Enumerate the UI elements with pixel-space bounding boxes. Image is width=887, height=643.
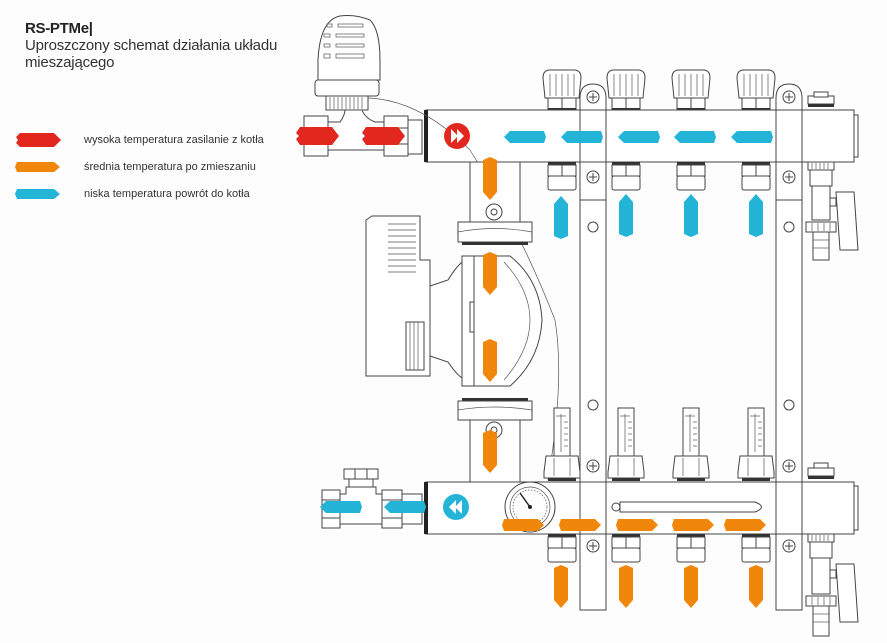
red-arrow-icon	[362, 127, 405, 145]
supply-knobs	[542, 69, 776, 112]
orange-arrow-icon	[554, 565, 568, 608]
drain-valve-top	[805, 161, 859, 261]
legend: wysoka temperatura zasilanie z kotła śre…	[14, 126, 264, 207]
air-vent-top	[807, 91, 835, 107]
orange-arrow-icon	[483, 157, 497, 200]
red-arrow-icon	[16, 132, 61, 147]
temperature-probe	[611, 501, 762, 513]
supply-direction-icon	[444, 123, 470, 149]
diagram-subtitle: Uproszczony schemat działania układu mie…	[25, 37, 278, 71]
orange-arrow-icon	[619, 565, 633, 608]
blue-arrow-icon	[684, 194, 698, 237]
orange-arrow-icon	[483, 252, 497, 295]
return-valve	[321, 468, 423, 529]
orange-arrow-icon	[749, 565, 763, 608]
orange-arrow-icon	[672, 519, 714, 531]
legend-label: wysoka temperatura zasilanie z kotła	[84, 133, 264, 146]
blue-arrow-icon	[15, 188, 60, 199]
blue-arrow-icon	[619, 194, 633, 237]
flow-meters	[543, 407, 775, 482]
blue-arrow-icon	[320, 501, 362, 513]
title-block: RS-PTMe| Uproszczony schemat działania u…	[25, 20, 295, 71]
orange-arrow-icon	[559, 519, 601, 531]
orange-arrow-icon	[483, 430, 497, 473]
return-direction-icon	[443, 494, 469, 520]
blue-arrow-icon	[674, 131, 716, 143]
orange-arrow-icon	[616, 519, 658, 531]
diagram-title: RS-PTMe|	[25, 20, 93, 37]
orange-arrow-icon	[483, 339, 497, 382]
bracket-left	[579, 83, 607, 611]
legend-label: niska temperatura powrót do kotła	[84, 187, 250, 200]
orange-arrow-icon	[502, 519, 544, 531]
orange-arrow-icon	[684, 565, 698, 608]
blue-arrow-icon	[749, 194, 763, 237]
blue-arrow-icon	[618, 131, 660, 143]
legend-item-low: niska temperatura powrót do kotła	[14, 180, 264, 207]
air-vent-bottom	[807, 462, 835, 479]
legend-item-high: wysoka temperatura zasilanie z kotła	[14, 126, 264, 153]
red-arrow-icon	[296, 127, 339, 145]
thermostatic-head	[314, 15, 381, 111]
blue-arrow-icon	[384, 501, 426, 513]
legend-label: średnia temperatura po zmieszaniu	[84, 160, 256, 173]
orange-arrow-icon	[724, 519, 766, 531]
orange-arrow-icon	[15, 161, 60, 172]
blue-arrow-icon	[504, 131, 546, 143]
blue-arrow-icon	[561, 131, 603, 143]
blue-arrow-icon	[554, 196, 568, 239]
blue-arrow-icon	[731, 131, 773, 143]
drain-valve-bottom	[805, 533, 859, 637]
legend-item-medium: średnia temperatura po zmieszaniu	[14, 153, 264, 180]
